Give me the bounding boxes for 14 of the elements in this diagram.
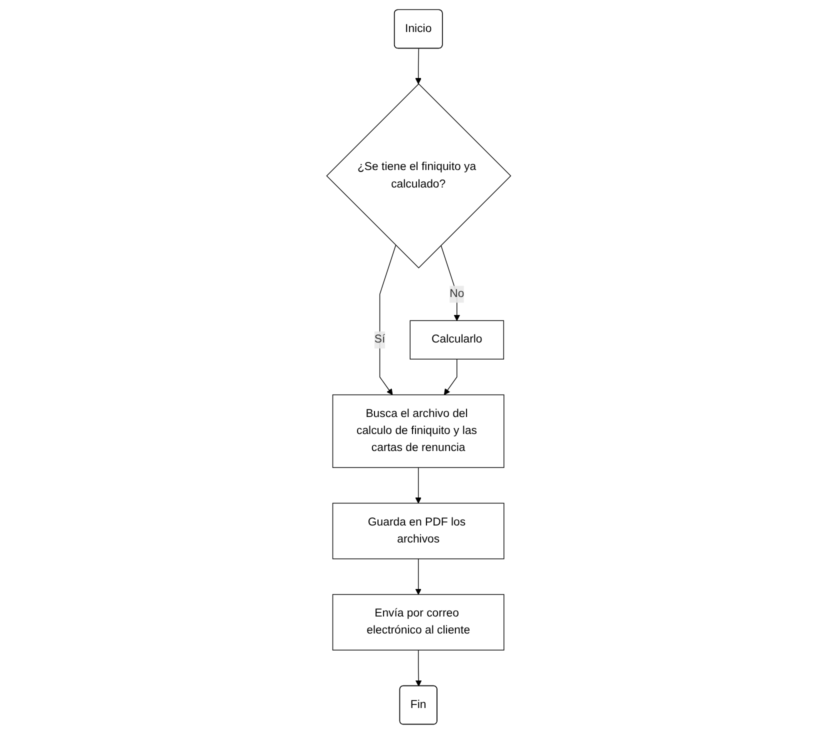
node-box: Envía por correo electrónico al cliente [332,594,505,650]
arrow [440,244,460,321]
node-box: Guarda en PDF los archivos [332,502,505,560]
node-box: Calcularlo [410,320,504,360]
edge-label: No [450,288,464,300]
arrow [416,48,422,84]
edge-label: Sí [374,333,386,346]
arrow [416,467,422,504]
arrow [444,358,458,396]
node-box: Busca el archivo del calculo de finiquito y las cartas de renuncia [332,394,505,468]
arrow [416,558,422,595]
arrow [380,244,396,396]
node-diamond: ¿Se tiene el finiquito ya calculado? [326,83,512,268]
arrow [416,650,422,686]
